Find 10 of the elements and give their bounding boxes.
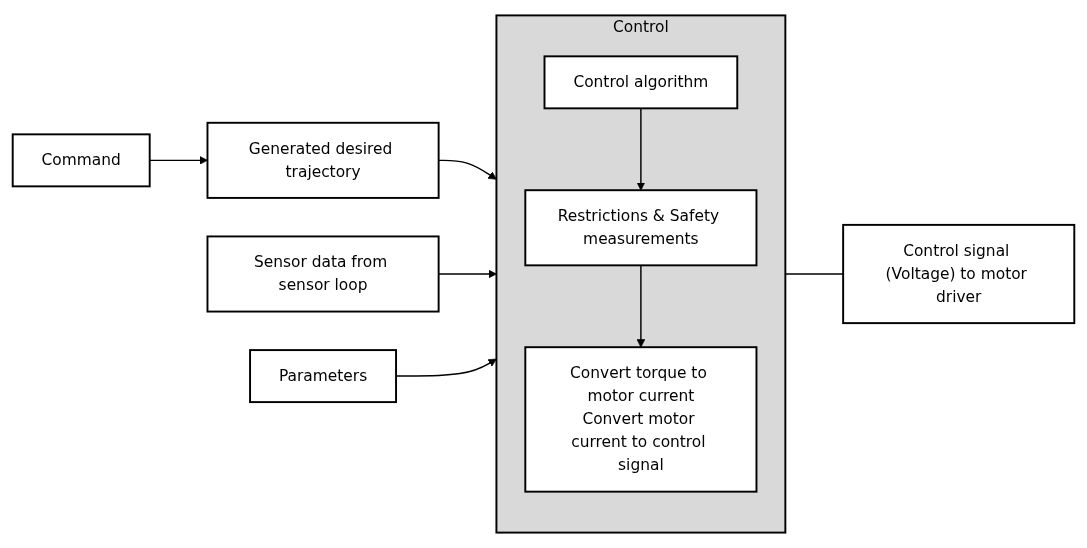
- node-box: Generated desired trajectory: [206, 121, 440, 199]
- node-box: Restrictions & Safety measurements: [524, 189, 758, 267]
- arrow: [636, 107, 646, 191]
- arrow: [636, 264, 646, 348]
- node-box: Control signal (Voltage) to motor driver: [842, 223, 1076, 325]
- node-box: Convert torque to motor current Convert motor current to control signal: [524, 346, 758, 493]
- node-box: Command: [11, 133, 151, 188]
- node-box: Control algorithm: [543, 55, 739, 110]
- node-box: Sensor data from sensor loop: [206, 235, 440, 313]
- node-box: Parameters: [249, 349, 397, 404]
